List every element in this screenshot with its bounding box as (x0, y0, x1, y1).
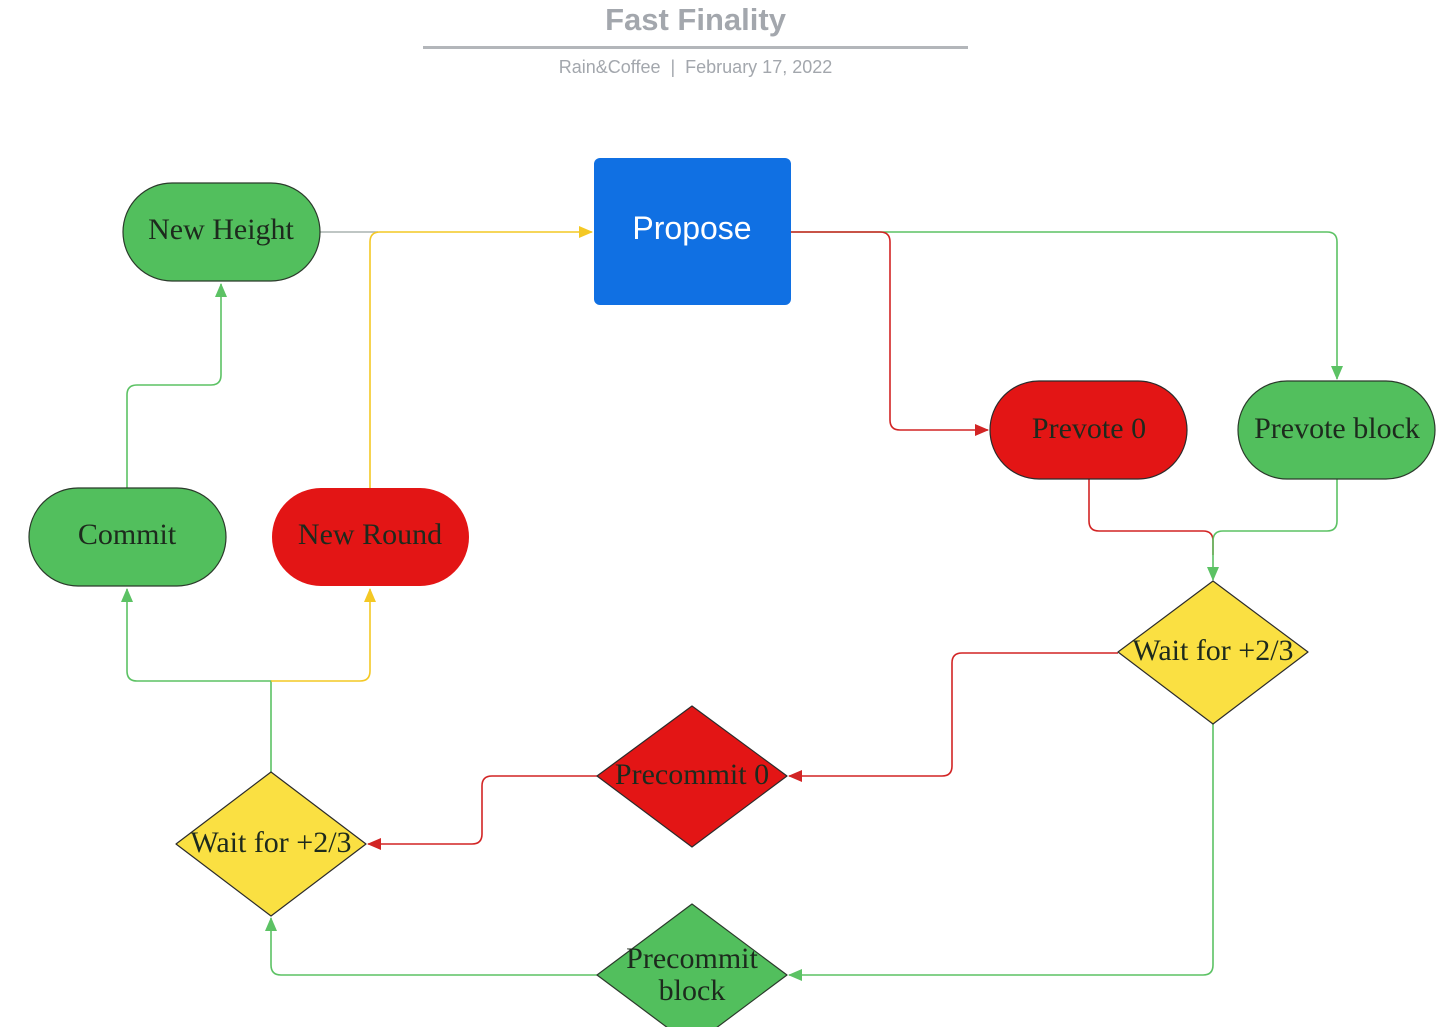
edge-precommitblock-waitleft (265, 917, 597, 976)
node-label: Wait for +2/3 (1132, 634, 1293, 667)
edge-newround-propose (369, 226, 593, 488)
node-label: Precommit (626, 942, 758, 975)
node-label: New Height (148, 213, 294, 246)
node-precommit-block[interactable]: Precommit block (596, 903, 788, 1027)
date: February 17, 2022 (685, 57, 833, 77)
edge-propose-prevote0 (791, 231, 989, 436)
node-label: New Round (298, 518, 442, 551)
node-precommit-0[interactable]: Precommit 0 (596, 705, 788, 848)
edge-precommit0-waitleft (367, 775, 597, 850)
edge-commit-newheight (126, 283, 227, 488)
subtitle: Rain&Coffee | February 17, 2022 (423, 57, 968, 78)
node-wait-left[interactable]: Wait for +2/3 (175, 771, 367, 917)
edge-propose-prevoteblock (791, 231, 1343, 380)
edge-wait-precommitblock (788, 724, 1214, 981)
edge-prevote0-wait (1088, 479, 1214, 555)
node-label: Wait for +2/3 (190, 826, 351, 859)
node-commit[interactable]: Commit (28, 487, 227, 587)
title-divider (423, 46, 968, 49)
node-wait-right[interactable]: Wait for +2/3 (1117, 580, 1309, 725)
edge-waitleft-newround (271, 588, 376, 682)
node-label: Prevote 0 (1032, 412, 1146, 445)
node-new-round[interactable]: New Round (272, 488, 469, 586)
separator: | (670, 57, 676, 77)
edge-waitleft-commit (121, 588, 272, 772)
node-propose[interactable]: Propose (594, 158, 791, 305)
edge-wait-precommit0 (788, 652, 1118, 782)
author: Rain&Coffee (558, 57, 661, 77)
node-label: Prevote block (1254, 412, 1420, 445)
edge-prevoteblock-wait (1207, 479, 1338, 581)
node-label: Commit (78, 518, 177, 551)
node-label: Precommit 0 (615, 758, 769, 791)
node-new-height[interactable]: New Height (122, 182, 321, 282)
node-label: block (659, 974, 726, 1007)
diagram-title: Fast Finality (605, 2, 786, 37)
node-prevote-block[interactable]: Prevote block (1237, 380, 1436, 480)
node-label: Propose (632, 210, 751, 246)
node-prevote-0[interactable]: Prevote 0 (989, 380, 1188, 480)
